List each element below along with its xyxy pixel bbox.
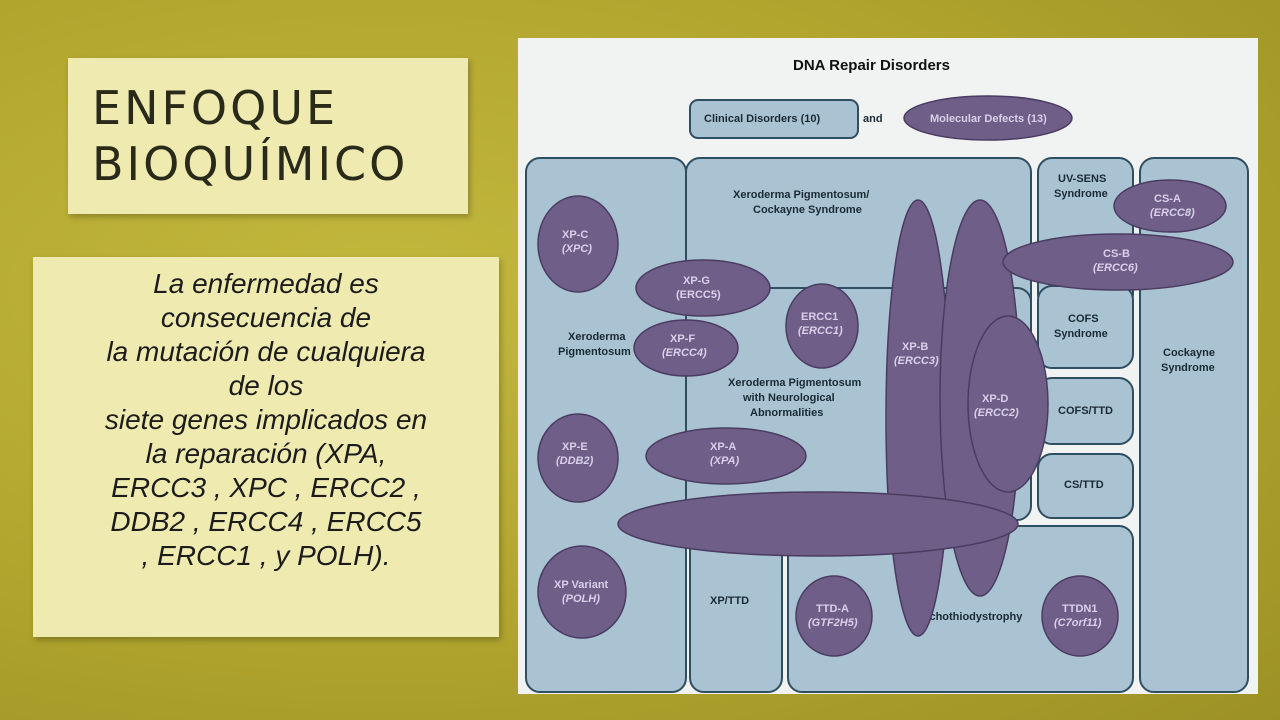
ellipse-xp-g <box>635 259 771 317</box>
body-line: ERCC3 , XPC , ERCC2 , <box>111 472 421 503</box>
diagram-svg: DNA Repair Disorders Clinical Disorders … <box>525 57 1249 693</box>
ellipse-cs-b <box>1002 233 1234 291</box>
legend-clinical-box <box>689 99 859 139</box>
ellipse-ercc1 <box>785 283 859 369</box>
box-cs-ttd <box>1037 453 1134 519</box>
gene-xpf-name: XP-F <box>670 333 695 345</box>
gene-ttdn1-name: TTDN1 <box>1062 603 1097 615</box>
body-line: de los <box>228 370 304 401</box>
slide-title-line-2: BIOQUÍMICO <box>92 137 409 191</box>
dna-repair-diagram: DNA Repair Disorders Clinical Disorders … <box>518 38 1258 694</box>
gene-xpb-gene: (ERCC3) <box>894 355 939 367</box>
body-line: DDB2 , ERCC4 , ERCC5 <box>110 506 422 537</box>
body-line: la reparación (XPA, <box>145 438 387 469</box>
label-uv-sens-2: Syndrome <box>1054 188 1108 200</box>
gene-csa-gene: (ERCC8) <box>1150 207 1195 219</box>
box-cockayne <box>1139 157 1249 693</box>
legend-clinical-label: Clinical Disorders (10) <box>704 113 820 125</box>
gene-xpv-name: XP Variant <box>554 579 609 591</box>
gene-ttdn1-gene: (C7orf11) <box>1054 617 1102 629</box>
ellipse-cs-a <box>1113 179 1227 233</box>
label-xpna-2: with Neurological <box>742 392 835 404</box>
label-xp-1: Xeroderma <box>568 331 626 343</box>
label-cs-ttd: CS/TTD <box>1064 479 1104 491</box>
ellipse-xp-a <box>645 427 807 485</box>
gene-xpg-gene: (ERCC5) <box>676 289 721 301</box>
legend-molecular-ellipse <box>903 95 1073 141</box>
label-xp-ttd: XP/TTD <box>710 595 749 607</box>
ellipse-ttd-a <box>795 575 873 657</box>
label-uv-sens-1: UV-SENS <box>1058 173 1106 185</box>
label-xp-cs-2: Cockayne Syndrome <box>753 204 862 216</box>
gene-xpd-gene: (ERCC2) <box>974 407 1019 419</box>
legend-molecular-label: Molecular Defects (13) <box>930 113 1047 125</box>
label-xpna-1: Xeroderma Pigmentosum <box>728 377 861 389</box>
gene-xpe-gene: (DDB2) <box>556 455 594 467</box>
legend-and-label: and <box>863 113 883 125</box>
body-line: consecuencia de <box>160 302 372 333</box>
label-trichothiodystrophy: Trichothiodystrophy <box>916 611 1023 623</box>
title-box: ENFOQUE BIOQUÍMICO <box>68 58 468 214</box>
label-cofs-2: Syndrome <box>1054 328 1108 340</box>
body-line: , ERCC1 , y POLH). <box>141 540 391 571</box>
gene-xpv-gene: (POLH) <box>562 593 600 605</box>
gene-csa-name: CS-A <box>1154 193 1181 205</box>
gene-ercc1-gene: (ERCC1) <box>798 325 843 337</box>
body-line: siete genes implicados en <box>104 404 428 435</box>
gene-xpc-gene: (XPC) <box>562 243 592 255</box>
ellipse-ttdn1 <box>1041 575 1119 657</box>
label-cofs-ttd: COFS/TTD <box>1058 405 1113 417</box>
gene-ttda-name: TTD-A <box>816 603 849 615</box>
label-xpna-3: Abnormalities <box>750 407 823 419</box>
body-line: La enfermedad es <box>153 268 379 299</box>
gene-xpc-name: XP-C <box>562 229 588 241</box>
ellipse-xp-e <box>537 413 619 503</box>
gene-ercc1-name: ERCC1 <box>801 311 838 323</box>
label-xp-cs-1: Xeroderma Pigmentosum/ <box>733 189 869 201</box>
ellipse-xp-d-lobe <box>967 315 1049 493</box>
gene-xpa-gene: (XPA) <box>710 455 739 467</box>
ellipse-xp-variant <box>537 545 627 639</box>
gene-xpe-name: XP-E <box>562 441 588 453</box>
gene-csb-gene: (ERCC6) <box>1093 262 1138 274</box>
gene-xpb-name: XP-B <box>902 341 928 353</box>
diagram-title: DNA Repair Disorders <box>793 57 950 74</box>
label-xp-2: Pigmentosum <box>558 346 631 358</box>
gene-ttda-gene: (GTF2H5) <box>808 617 858 629</box>
label-cockayne-2: Syndrome <box>1161 362 1215 374</box>
ellipse-xp-c <box>537 195 619 293</box>
ellipse-xp-wide <box>617 491 1019 557</box>
body-line: la mutación de cualquiera <box>106 336 426 367</box>
gene-xpa-name: XP-A <box>710 441 736 453</box>
label-cofs-1: COFS <box>1068 313 1099 325</box>
ellipse-xp-f <box>633 319 739 377</box>
gene-csb-name: CS-B <box>1103 248 1130 260</box>
gene-xpd-name: XP-D <box>982 393 1008 405</box>
gene-xpf-gene: (ERCC4) <box>662 347 707 359</box>
label-cockayne-1: Cockayne <box>1163 347 1215 359</box>
body-text-box: La enfermedad es consecuencia de la muta… <box>33 257 499 637</box>
slide-title-line-1: ENFOQUE <box>92 81 339 135</box>
box-cofs <box>1037 285 1134 369</box>
gene-xpg-name: XP-G <box>683 275 710 287</box>
